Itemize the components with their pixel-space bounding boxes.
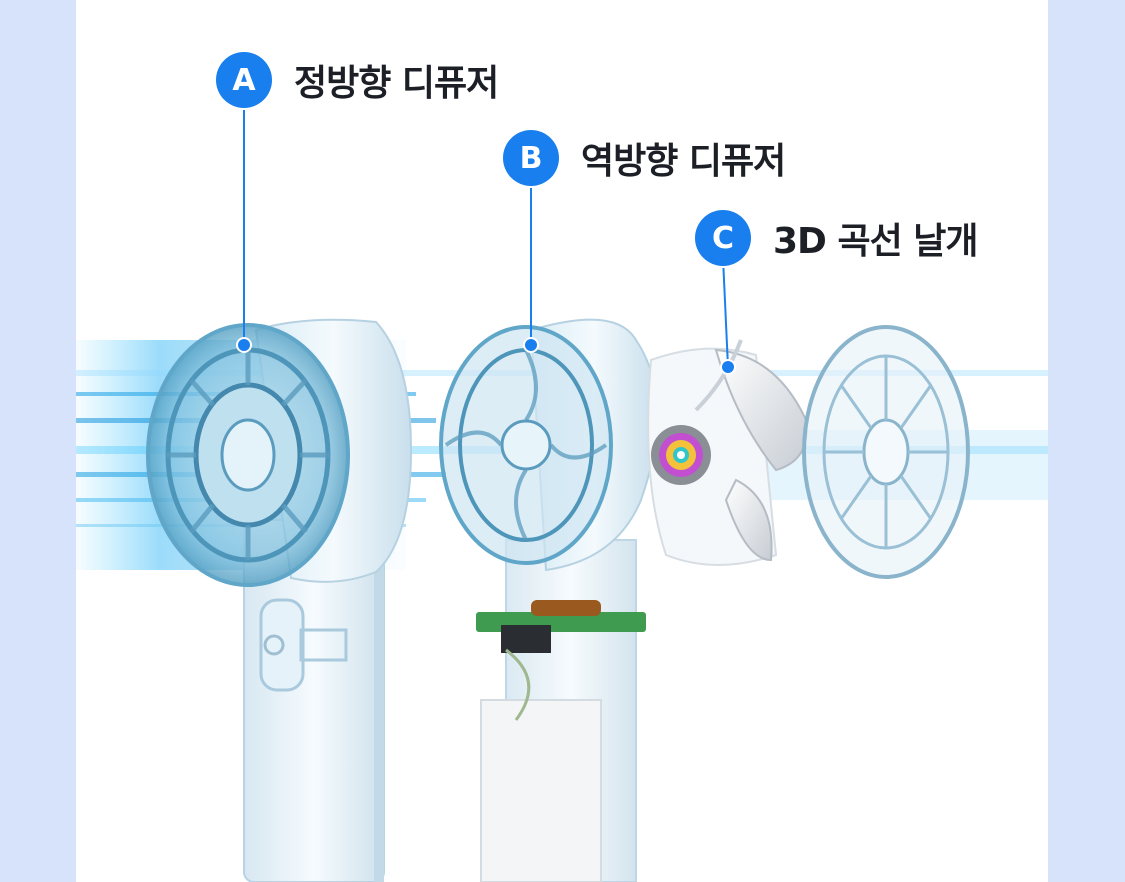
fan-middle-exploded (439, 318, 659, 882)
letter-c-badge-icon: C (695, 210, 751, 266)
callout-b: B 역방향 디퓨저 (503, 130, 786, 186)
callout-a-letter: A (232, 62, 256, 98)
letter-a-badge-icon: A (216, 52, 272, 108)
handheld-fan-exploded-view (76, 100, 1048, 882)
callout-c-label: 3D 곡선 날개 (773, 221, 978, 262)
product-illustration-canvas: A 정방향 디퓨저 B 역방향 디퓨저 C 3D 곡선 날개 (76, 0, 1048, 882)
callout-c-letter: C (711, 220, 735, 256)
fan-rear-parts (647, 325, 970, 579)
callout-c: C 3D 곡선 날개 (695, 210, 978, 266)
callout-leader-lines (236, 100, 736, 375)
letter-b-badge-icon: B (503, 130, 559, 186)
callout-a-label: 정방향 디퓨저 (294, 63, 499, 104)
callout-a: A 정방향 디퓨저 (216, 52, 499, 108)
callout-b-label: 역방향 디퓨저 (581, 141, 786, 182)
callout-b-letter: B (519, 140, 543, 176)
fan-front-assembled (146, 318, 413, 882)
